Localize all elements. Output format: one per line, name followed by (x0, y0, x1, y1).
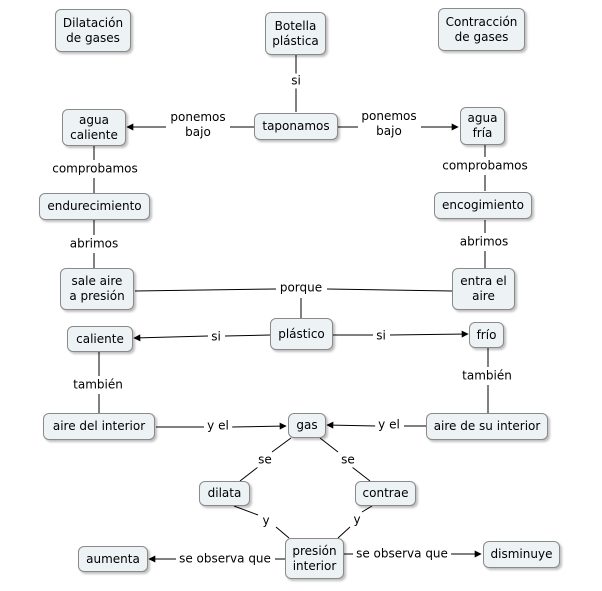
link-label-se-right: se (338, 452, 358, 468)
link-label-ponemos-bajo-left: ponemos bajo (167, 110, 229, 140)
connector-plastico-si-left (224, 334, 271, 337)
node-taponamos[interactable]: taponamos (254, 113, 338, 140)
link-label-abrimos-right: abrimos (456, 234, 512, 250)
connector-se-contrae (351, 466, 371, 482)
connector-contrae-y (361, 505, 373, 513)
link-label-comprobamos-left: comprobamos (49, 161, 141, 177)
node-disminuye[interactable]: disminuye (483, 541, 560, 568)
node-frio[interactable]: frío (469, 322, 504, 348)
connector-si-frio (389, 330, 469, 338)
link-label-tambien-right: también (459, 368, 515, 384)
node-plastico[interactable]: plástico (270, 318, 333, 350)
node-caliente[interactable]: caliente (67, 326, 133, 352)
connector-porque-entra-aire (326, 288, 453, 292)
node-agua-caliente[interactable]: agua caliente (62, 109, 126, 146)
link-label-tambien-left: también (70, 377, 126, 393)
connector-y-presion-right (337, 526, 351, 539)
node-contrae[interactable]: contrae (355, 481, 416, 506)
link-label-abrimos-left: abrimos (66, 236, 122, 252)
link-label-ponemos-bajo-right: ponemos bajo (358, 109, 420, 139)
connector-si-caliente (133, 334, 209, 342)
link-label-y-el-left: y el (204, 418, 232, 434)
link-label-si-right: si (373, 328, 389, 344)
connector-gas-se-right (319, 437, 339, 453)
link-label-y-left: y (259, 513, 273, 529)
link-label-si-left: si (208, 329, 224, 345)
node-aumenta[interactable]: aumenta (78, 546, 148, 572)
node-contraccion-gases[interactable]: Contracción de gases (438, 8, 525, 51)
node-entra-aire[interactable]: entra el aire (452, 268, 515, 310)
link-label-se-left: se (255, 452, 275, 468)
node-dilatacion-gases[interactable]: Dilatación de gases (55, 9, 131, 52)
connector-dilata-y (233, 505, 259, 516)
node-aire-interior[interactable]: aire del interior (43, 413, 155, 440)
connector-gas-se-left (271, 437, 292, 453)
connector-se-dilata (239, 466, 259, 482)
connector-y-el-gas-right (326, 421, 377, 429)
link-label-comprobamos-right: comprobamos (439, 158, 531, 174)
connector-y-el-gas (231, 422, 287, 430)
node-encogimiento[interactable]: encogimiento (434, 192, 532, 219)
node-agua-fria[interactable]: agua fría (460, 107, 505, 145)
node-dilata[interactable]: dilata (199, 481, 250, 506)
link-label-si-botella: si (288, 73, 304, 89)
node-endurecimiento[interactable]: endurecimiento (39, 193, 150, 220)
link-label-y-right: y (350, 512, 364, 528)
connector-y-presion (275, 526, 290, 539)
link-label-se-observa-left: se observa que (176, 551, 274, 567)
node-botella-plastica[interactable]: Botella plástica (265, 12, 326, 55)
link-label-porque: porque (276, 280, 326, 296)
node-sale-aire[interactable]: sale aire a presión (60, 268, 134, 310)
connector-sale-aire-porque (134, 288, 277, 292)
node-presion-interior[interactable]: presión interior (285, 538, 344, 579)
link-label-se-observa-right: se observa que (353, 546, 451, 562)
link-label-y-el-right: y el (375, 417, 403, 433)
node-aire-su-interior[interactable]: aire de su interior (426, 413, 548, 440)
node-gas[interactable]: gas (288, 413, 326, 438)
